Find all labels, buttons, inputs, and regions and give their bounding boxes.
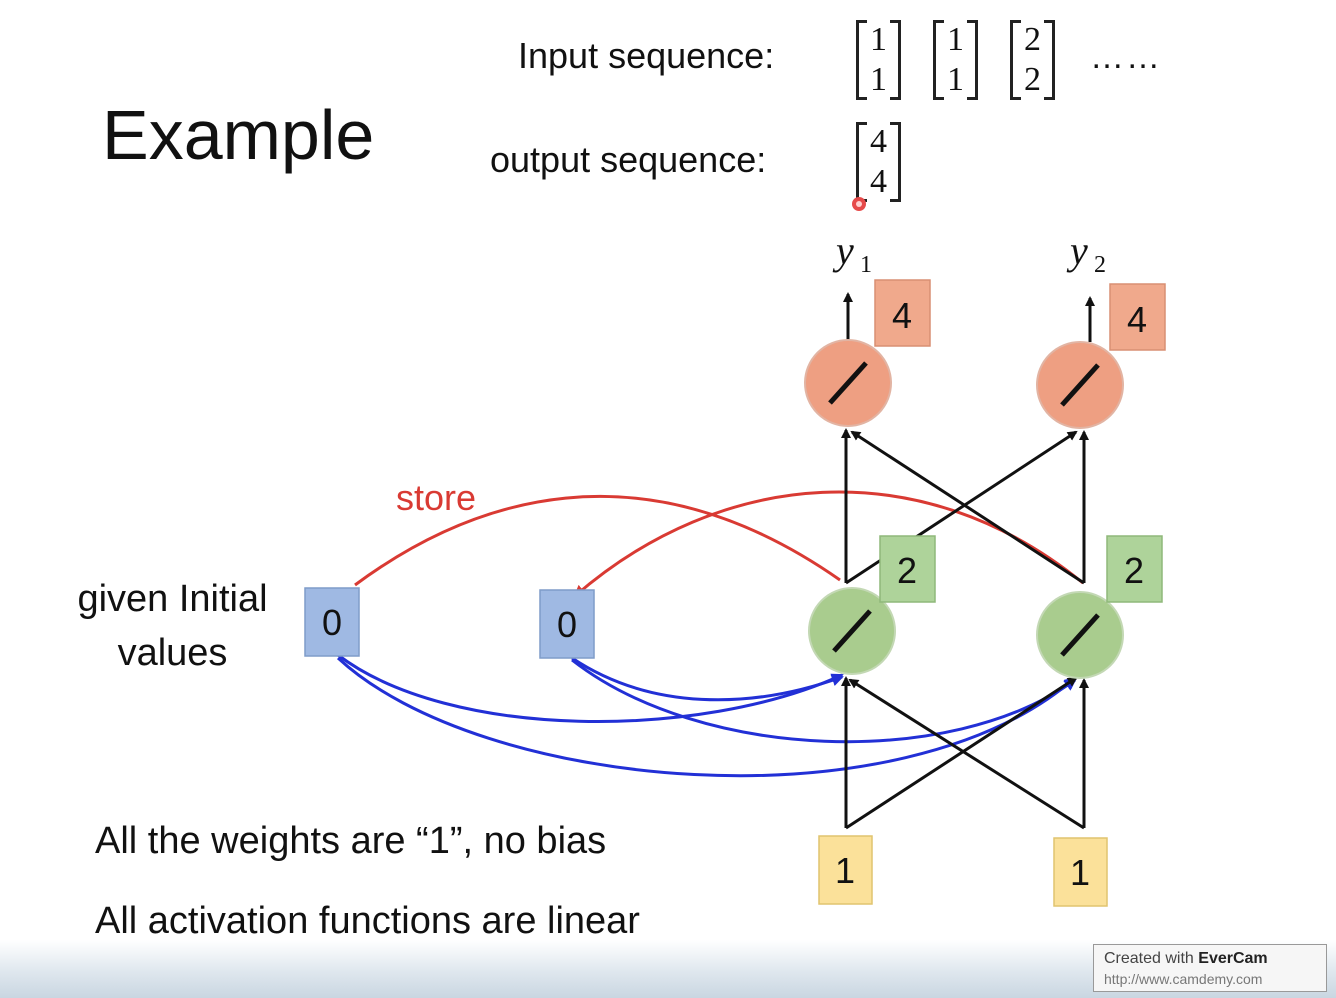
output-node-1 [804,339,892,427]
store-arrow-1 [354,495,841,587]
input-vector-2-top: 1 [947,21,964,58]
watermark-brand: EverCam [1198,950,1268,967]
input-vector-3-bottom: 2 [1024,61,1041,98]
output-sequence-label: output sequence: [490,139,767,180]
hidden-value-2: 2 [1124,550,1144,591]
hidden-value-box-1: 2 [879,535,936,603]
evercam-watermark: Created with EverCam http://www.camdemy.… [1093,944,1327,992]
memory2-to-hidden1-arrow [571,656,844,702]
y1-subscript: 1 [860,252,872,278]
pointer-dot-icon [852,197,866,211]
memory-box-1: 0 [304,587,360,657]
output-value-1: 4 [892,295,912,336]
output-value-box-2: 4 [1109,283,1166,351]
watermark-url: http://www.camdemy.com [1104,971,1263,987]
hidden-value-box-2: 2 [1106,535,1163,603]
input-box-1: 1 [818,835,873,905]
input2-to-hidden1-arrow [848,678,1085,830]
input-vector-1-top: 1 [870,21,887,58]
hidden-value-1: 2 [897,550,917,591]
memory2-to-hidden2-arrow [571,658,1077,744]
store-arrow-2 [573,490,1084,598]
memory-box-2: 0 [539,589,595,659]
store-label: store [396,477,476,518]
input1-to-hidden2-arrow [845,676,1078,830]
initial-values-label: given Initial values [77,578,268,674]
input-value-2: 1 [1070,852,1090,893]
input-vector-3-top: 2 [1024,21,1041,58]
hidden-node-1 [808,587,896,675]
memory1-to-hidden2-arrow [336,656,1077,778]
memory-value-2: 0 [557,604,577,645]
input-box-2: 1 [1053,837,1108,907]
slide-title: Example [102,96,375,174]
y2-label: y [1066,228,1088,273]
output-vector-1-top: 4 [870,123,887,160]
watermark-created: Created with [1104,950,1194,967]
memory-value-1: 0 [322,602,342,643]
hidden2-to-output1-arrow [850,430,1085,585]
input-vector-1-bottom: 1 [870,61,887,98]
y2-subscript: 2 [1094,252,1106,278]
activation-note: All activation functions are linear [95,900,640,942]
input-sequence-label: Input sequence: [518,35,775,76]
hidden-node-2 [1036,591,1124,679]
output-node-2 [1036,341,1124,429]
input-value-1: 1 [835,850,855,891]
weights-note: All the weights are “1”, no bias [95,820,607,862]
y1-label: y [832,228,854,273]
input-vector-2-bottom: 1 [947,61,964,98]
input-ellipsis: …… [1090,38,1162,76]
memory1-to-hidden1-arrow [337,653,844,723]
output-value-box-1: 4 [874,279,931,347]
output-value-2: 4 [1127,299,1147,340]
output-vector-1-bottom: 4 [870,163,887,200]
